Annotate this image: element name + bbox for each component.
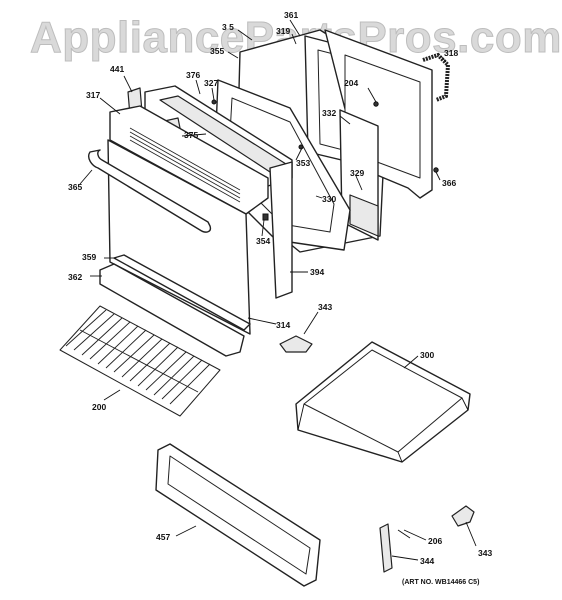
side-rail	[269, 161, 293, 299]
callout-441: 441	[110, 64, 124, 74]
screw-327	[211, 99, 217, 105]
callout-labels: 361 3 5 319 355 318 441 376 327 204 317 …	[68, 10, 492, 566]
leader-lines	[79, 19, 477, 561]
callout-344: 344	[420, 556, 434, 566]
callout-355: 355	[210, 46, 224, 56]
callout-366: 366	[442, 178, 456, 188]
rack-wires	[65, 309, 211, 405]
callout-329: 329	[350, 168, 364, 178]
art-number: (ART NO. WB14466 C5)	[402, 579, 479, 586]
door-vent-slots	[129, 127, 241, 203]
door-bottom-trim	[113, 254, 251, 331]
callout-300: 300	[420, 350, 434, 360]
door-gasket	[422, 52, 451, 102]
callout-362: 362	[68, 272, 82, 282]
clip-343-lower	[451, 505, 475, 527]
callout-206: 206	[428, 536, 442, 546]
door-handle	[88, 149, 212, 233]
callout-204: 204	[344, 78, 358, 88]
callout-327: 327	[204, 78, 218, 88]
screw-204	[373, 101, 379, 107]
door-liner-assembly	[211, 29, 451, 253]
drawer-front-face	[167, 455, 311, 575]
screw-366	[433, 167, 439, 173]
callout-314: 314	[276, 320, 290, 330]
callout-343-upper: 343	[318, 302, 332, 312]
outer-door-assembly	[88, 105, 269, 357]
drawer-front-panel	[155, 443, 321, 587]
screw-353	[298, 144, 304, 150]
callout-394: 394	[310, 267, 324, 277]
callout-361: 361	[284, 10, 298, 20]
callout-376: 376	[186, 70, 200, 80]
drawer-slide-344	[379, 523, 393, 573]
callout-332: 332	[322, 108, 336, 118]
callout-3-5: 3 5	[222, 22, 234, 32]
vent-trim-assembly	[127, 85, 293, 299]
storage-drawer	[295, 341, 471, 463]
callout-330: 330	[322, 194, 336, 204]
door-bottom-panel	[99, 263, 245, 357]
callout-319: 319	[276, 26, 290, 36]
door-clip-343	[279, 335, 313, 353]
callout-457: 457	[156, 532, 170, 542]
screw-206	[397, 529, 411, 539]
callout-343-lower: 343	[478, 548, 492, 558]
callout-375: 375	[184, 130, 198, 140]
callout-365: 365	[68, 182, 82, 192]
callout-317: 317	[86, 90, 100, 100]
callout-318: 318	[444, 48, 458, 58]
callout-354: 354	[256, 236, 270, 246]
oven-rack	[59, 305, 221, 417]
door-top-panel	[109, 105, 269, 215]
callout-359: 359	[82, 252, 96, 262]
clip-354	[262, 213, 269, 221]
rack-frame	[59, 305, 221, 417]
callout-353: 353	[296, 158, 310, 168]
callout-200: 200	[92, 402, 106, 412]
